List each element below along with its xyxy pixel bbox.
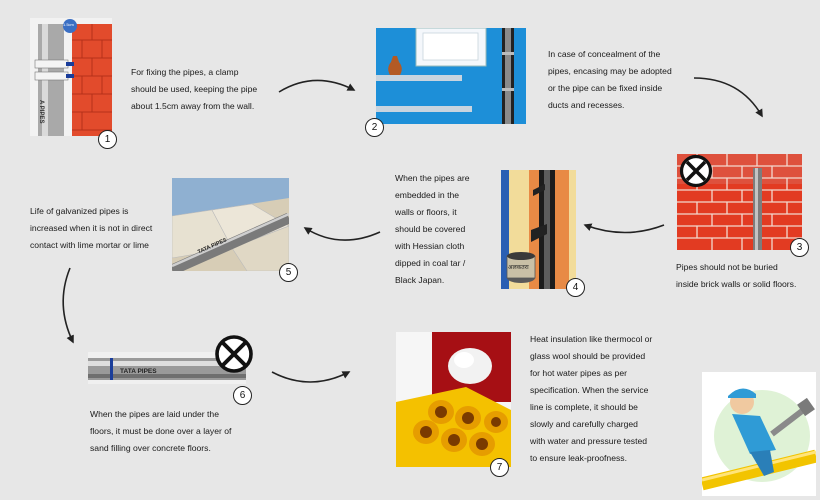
step-badge-4: 4 — [566, 278, 585, 297]
step-text-7: Heat insulation like thermocol or glass … — [530, 334, 653, 463]
step-text-4: When the pipes are embedded in the walls… — [395, 173, 470, 285]
step-text-3: Pipes should not be buried inside brick … — [676, 262, 797, 289]
cross-mark-icon — [215, 335, 253, 373]
arrow-3-to-4 — [583, 223, 665, 234]
step-badge-2: 2 — [365, 118, 384, 137]
panel-6-horizontal-pipe-image: TATA PIPES — [88, 352, 246, 384]
plumber-mascot-image — [702, 372, 816, 496]
panel-1-clamp-image: 1.5cm A PIPES — [30, 18, 112, 136]
arrow-6-to-7 — [271, 371, 351, 383]
step-text-1: For fixing the pipes, a clamp should be … — [131, 67, 258, 111]
step-text-6: When the pipes are laid under the floors… — [90, 409, 232, 453]
panel-7-insulation-image — [396, 332, 511, 467]
panel-2-duct-image — [376, 28, 526, 124]
step-text-5: Life of galvanized pipes is increased wh… — [30, 206, 153, 250]
step-badge-3: 3 — [790, 238, 809, 257]
panel-4-hessian-image: अलकतरा — [501, 170, 576, 289]
pipe-brand-6: TATA PIPES — [120, 368, 157, 375]
arrow-2-to-3 — [693, 77, 763, 118]
panel-5-floor-pipe-image: TATA PIPES — [172, 178, 289, 271]
step-badge-1: 1 — [98, 130, 117, 149]
clamp-gap-tag: 1.5cm — [63, 22, 74, 27]
step-badge-5: 5 — [279, 263, 298, 282]
arrow-4-to-5 — [303, 227, 381, 241]
step-badge-6: 6 — [233, 386, 252, 405]
arrow-1-to-2 — [278, 79, 356, 93]
cross-mark-icon — [679, 154, 713, 188]
arrow-5-to-6 — [62, 267, 74, 344]
step-badge-7: 7 — [490, 458, 509, 477]
step-text-2: In case of concealment of the pipes, enc… — [548, 49, 672, 110]
coal-tar-can-label: अलकतरा — [508, 264, 529, 271]
